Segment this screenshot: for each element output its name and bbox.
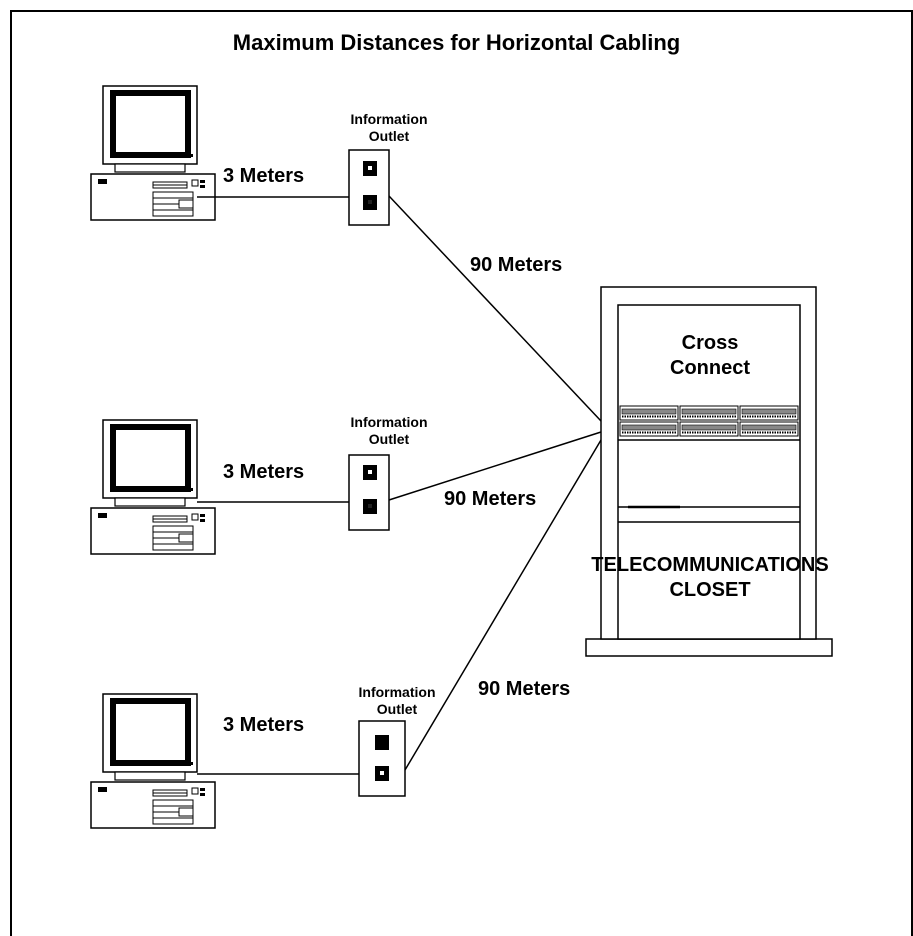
outlet-label-line2: Outlet <box>368 431 410 447</box>
information-outlet-icon <box>358 720 406 797</box>
closet-label-line1: TELECOMMUNICATIONS <box>591 554 829 576</box>
patch-cable-label: 3 Meters <box>223 714 305 736</box>
workstation-computer-icon <box>91 86 215 220</box>
horizontal-cable-label: 90 Meters <box>470 254 563 276</box>
patch-cable-label: 3 Meters <box>223 461 305 483</box>
diagram-title: Maximum Distances for Horizontal Cabling <box>232 30 681 55</box>
telecommunications-closet <box>585 286 833 657</box>
diagram-frame <box>10 10 913 936</box>
outlet-label: Information Outlet <box>342 684 452 718</box>
outlet-label-line1: Information <box>350 111 428 127</box>
workstation-computer-icon <box>91 420 215 554</box>
horizontal-cable-label: 90 Meters <box>478 678 571 700</box>
outlet-label-line2: Outlet <box>376 701 418 717</box>
closet-label-line2: CLOSET <box>669 579 751 601</box>
information-outlet-icon <box>348 149 390 226</box>
cross-connect-label: Cross Connect <box>660 331 760 381</box>
outlet-label-line2: Outlet <box>368 128 410 144</box>
workstation-computer-icon <box>91 694 215 828</box>
cross-connect-label-line2: Connect <box>670 357 750 379</box>
outlet-label: Information Outlet <box>334 111 444 145</box>
cross-connect-label-line1: Cross <box>681 332 739 354</box>
horizontal-cable <box>388 195 602 422</box>
horizontal-cable-label: 90 Meters <box>444 488 537 510</box>
outlet-label-line1: Information <box>350 414 428 430</box>
information-outlet-icon <box>348 454 390 531</box>
horizontal-cable <box>388 431 602 501</box>
horizontal-cable <box>404 439 602 771</box>
patch-cable-label: 3 Meters <box>223 165 305 187</box>
telecommunications-closet-label: TELECOMMUNICATIONS CLOSET <box>560 553 860 603</box>
outlet-label-line1: Information <box>358 684 436 700</box>
outlet-label: Information Outlet <box>334 414 444 448</box>
